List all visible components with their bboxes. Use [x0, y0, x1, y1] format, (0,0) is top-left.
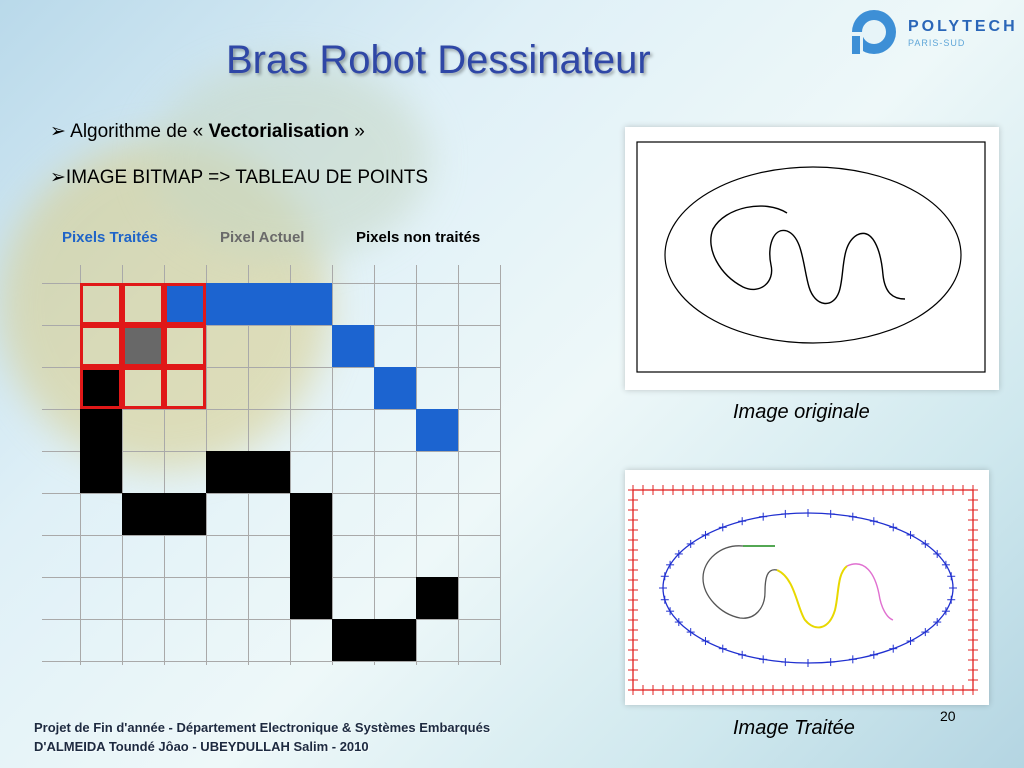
grid-line-vertical: [500, 265, 501, 665]
treated-image: [625, 470, 989, 705]
pixel-processed: [290, 283, 332, 325]
pixel-unprocessed: [122, 493, 164, 535]
pixel-processed: [164, 283, 206, 325]
grid-line-vertical: [122, 265, 123, 665]
pixel-processed: [416, 409, 458, 451]
pixel-unprocessed: [374, 619, 416, 661]
pixel-unprocessed: [290, 493, 332, 535]
slide-title: Bras Robot Dessinateur: [226, 38, 651, 82]
caption-original: Image originale: [733, 401, 870, 423]
pixel-unprocessed: [80, 367, 122, 409]
pixel-unprocessed: [164, 493, 206, 535]
grid-line-vertical: [164, 265, 165, 665]
original-image: [625, 127, 999, 390]
caption-treated: Image Traitée: [733, 717, 855, 739]
pixel-processed: [206, 283, 248, 325]
page-number: 20: [940, 708, 956, 724]
pixel-unprocessed: [206, 451, 248, 493]
pixel-grid: [42, 265, 501, 665]
footer-line-2: D'ALMEIDA Toundé Jôao - UBEYDULLAH Salim…: [34, 739, 369, 754]
grid-line-vertical: [458, 265, 459, 665]
pixel-unprocessed: [80, 409, 122, 451]
pixel-processed: [248, 283, 290, 325]
neighbor-window-cell: [80, 283, 122, 325]
pixel-unprocessed: [332, 619, 374, 661]
pixel-processed: [374, 367, 416, 409]
bullet-algorithm: ➢ Algorithme de « Vectorialisation »: [50, 120, 365, 143]
logo-name: POLYTECH: [908, 18, 1018, 35]
bullet-arrow-icon: ➢: [50, 167, 66, 188]
grid-line-horizontal: [42, 535, 500, 536]
pixel-unprocessed: [416, 577, 458, 619]
neighbor-window-cell: [164, 325, 206, 367]
bullet-text-end: »: [348, 121, 365, 142]
legend-processed: Pixels Traités: [62, 229, 158, 246]
pixel-processed: [332, 325, 374, 367]
pixel-current: [122, 325, 164, 367]
bullet-text: Algorithme de «: [65, 121, 209, 142]
neighbor-window-cell: [164, 367, 206, 409]
bullet-arrow-icon: ➢: [50, 121, 66, 142]
grid-line-vertical: [332, 265, 333, 665]
background-robot-shape-2: [150, 60, 430, 260]
legend-current: Pixel Actuel: [220, 229, 305, 246]
grid-line-vertical: [290, 265, 291, 665]
polytech-logo: POLYTECH PARIS-SUD: [848, 6, 1018, 58]
neighbor-window-cell: [122, 325, 164, 367]
grid-line-horizontal: [42, 367, 500, 368]
grid-line-vertical: [416, 265, 417, 665]
grid-line-horizontal: [42, 661, 500, 662]
grid-line-horizontal: [42, 619, 500, 620]
polytech-logo-icon: [851, 10, 896, 54]
pixel-unprocessed: [290, 577, 332, 619]
neighbor-window-cell: [164, 283, 206, 325]
bullet-bitmap: ➢IMAGE BITMAP => TABLEAU DE POINTS: [50, 166, 428, 189]
pixel-unprocessed: [290, 535, 332, 577]
logo-subtitle: PARIS-SUD: [908, 38, 966, 48]
neighbor-window-cell: [122, 367, 164, 409]
neighbor-window-cell: [122, 283, 164, 325]
neighbor-window-cell: [80, 325, 122, 367]
bullet-text: IMAGE BITMAP => TABLEAU DE POINTS: [65, 167, 429, 188]
grid-line-vertical: [374, 265, 375, 665]
grid-line-horizontal: [42, 409, 500, 410]
grid-line-horizontal: [42, 577, 500, 578]
footer-line-1: Projet de Fin d'année - Département Elec…: [34, 720, 491, 735]
pixel-unprocessed: [248, 451, 290, 493]
treated-image-drawing: [628, 485, 978, 695]
grid-line-horizontal: [42, 493, 500, 494]
grid-line-horizontal: [42, 325, 500, 326]
neighbor-window-cell: [80, 367, 122, 409]
bullet-bold-text: Vectorialisation: [208, 121, 349, 142]
original-image-drawing: [636, 141, 986, 373]
pixel-unprocessed: [80, 451, 122, 493]
legend-unprocessed: Pixels non traités: [356, 229, 481, 246]
